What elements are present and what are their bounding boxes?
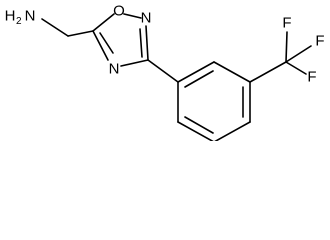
amine-n-label: N xyxy=(25,8,36,25)
fluorine-bottom-label: F xyxy=(307,69,316,86)
ring-o-label: O xyxy=(113,3,125,20)
structure-diagram: H 2 N O N N F F F xyxy=(5,3,325,141)
bond-ring-5 xyxy=(177,121,214,141)
bond-ch2-nh2 xyxy=(41,18,69,37)
bond-ring-1 xyxy=(177,61,215,83)
molecule-drawing: H 2 N O N N F F F xyxy=(5,3,325,141)
bond-n2-c3 xyxy=(145,25,149,61)
bond-n4-c5 xyxy=(92,30,109,61)
bond-c-f-top xyxy=(285,31,288,63)
amine-h-count-label: 2 xyxy=(16,16,22,27)
ring-n-top-label: N xyxy=(141,10,152,27)
bond-c3-n4 xyxy=(120,59,149,67)
amine-h-label: H xyxy=(5,8,16,25)
bond-ring-inner-3 xyxy=(184,116,214,134)
bond-ring-cf3 xyxy=(249,61,287,83)
bond-c5-o1 xyxy=(92,13,115,32)
ring-n-bottom-label: N xyxy=(109,61,120,78)
bond-ring-2 xyxy=(213,61,251,83)
bond-ch2-c5 xyxy=(67,30,94,37)
bond-o1-n2 xyxy=(123,13,142,19)
fluorine-right-label: F xyxy=(315,33,324,50)
bond-c-f-bottom xyxy=(285,61,307,75)
fluorine-top-label: F xyxy=(282,15,291,32)
bond-ring-4 xyxy=(214,121,251,141)
bond-ring-inner-1 xyxy=(184,70,214,88)
bonds xyxy=(41,13,312,141)
bond-n4-c5-inner xyxy=(99,32,114,54)
bond-c-f-right xyxy=(285,45,312,63)
bond-c3-phenyl xyxy=(147,59,179,83)
bond-n2-c3-inner xyxy=(139,28,143,58)
atom-labels: H 2 N O N N F F F xyxy=(5,3,325,86)
